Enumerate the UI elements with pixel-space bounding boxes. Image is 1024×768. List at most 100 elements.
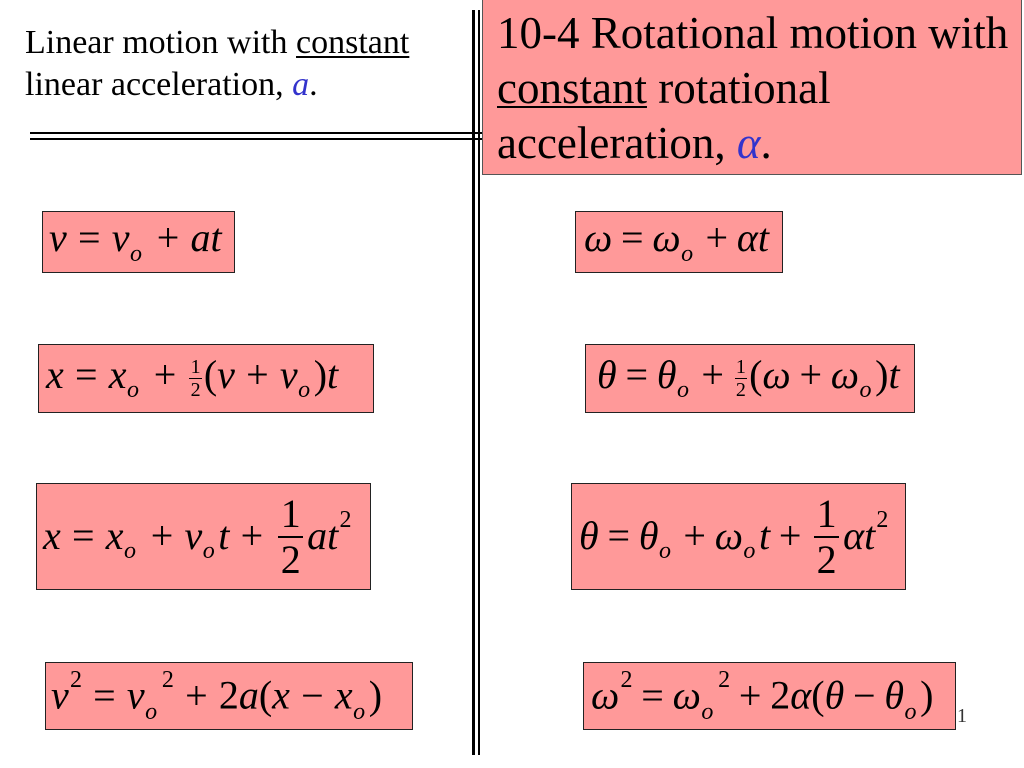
equation-variable: t bbox=[888, 351, 900, 397]
vertical-divider bbox=[478, 10, 480, 755]
equation-number: ) bbox=[313, 351, 328, 397]
equation-number: ( bbox=[811, 673, 825, 718]
fraction-numerator: 1 bbox=[816, 490, 837, 536]
vertical-divider bbox=[472, 10, 475, 755]
equation-number: ( bbox=[258, 673, 273, 718]
equation-variable: t bbox=[757, 215, 769, 261]
constant-emphasis: constant bbox=[296, 24, 410, 61]
fraction-numerator: 1 bbox=[190, 355, 201, 378]
page-number: 1 bbox=[957, 705, 967, 727]
heading-line: Linear motion with constant bbox=[25, 22, 409, 64]
equation-operator: + bbox=[738, 673, 762, 718]
equation-variable: t bbox=[327, 351, 339, 397]
equation-variable: x bbox=[272, 673, 290, 718]
equation-subscript: o bbox=[202, 538, 215, 565]
equation-superscript: 2 bbox=[69, 667, 82, 694]
equation-variable: t bbox=[864, 512, 876, 558]
equation-number: 2 bbox=[218, 673, 239, 718]
title-line: constant rotational bbox=[497, 61, 1021, 116]
angular-velocity-squared-equation: ω2=ωo2+2α(θ−θo) bbox=[583, 662, 956, 730]
equation-operator: − bbox=[301, 673, 324, 718]
equation-operator: + bbox=[156, 215, 180, 261]
rotational-motion-title: 10-4 Rotational motion with constant rot… bbox=[482, 0, 1022, 175]
constant-emphasis: constant bbox=[497, 63, 647, 113]
equation-variable: v bbox=[51, 673, 69, 718]
equation-operator: + bbox=[705, 215, 729, 261]
equation-variable: x bbox=[46, 351, 64, 397]
fraction-bar bbox=[278, 535, 304, 538]
title-line: 10-4 Rotational motion with bbox=[497, 8, 1009, 58]
equation-variable: v bbox=[111, 215, 130, 261]
equation-variable: x bbox=[108, 351, 127, 397]
equation-subscript: o bbox=[126, 377, 139, 404]
equation-superscript: 2 bbox=[876, 506, 889, 533]
equation-operator: = bbox=[71, 512, 95, 558]
equation-greek-symbol: θ bbox=[884, 673, 905, 718]
equation-number: ) bbox=[875, 351, 889, 397]
equation-number: ) bbox=[920, 673, 934, 718]
fraction-bar bbox=[814, 535, 840, 538]
linear-motion-heading: Linear motion with constant linear accel… bbox=[25, 22, 409, 106]
linear-velocity-squared-equation: v2=vo2+2a(x−xo) bbox=[45, 662, 413, 730]
heading-text: Linear motion with bbox=[25, 24, 288, 61]
equation-greek-symbol: α bbox=[843, 512, 865, 558]
equation-superscript: 2 bbox=[339, 506, 352, 533]
title-text: rotational bbox=[658, 63, 831, 113]
acceleration-symbol: a bbox=[292, 66, 310, 103]
equation-greek-symbol: α bbox=[790, 673, 812, 718]
equation-variable: v bbox=[279, 351, 298, 397]
fraction-denominator: 2 bbox=[735, 378, 746, 401]
equation-operator: + bbox=[246, 351, 269, 397]
equation-operator: + bbox=[150, 512, 174, 558]
heading-text: linear acceleration, bbox=[25, 66, 284, 103]
equation-variable: t bbox=[759, 512, 771, 558]
equation-greek-symbol: ω bbox=[652, 215, 681, 261]
equation-operator: = bbox=[74, 351, 98, 397]
horizontal-divider bbox=[30, 132, 482, 134]
heading-period: . bbox=[309, 66, 318, 103]
title-line: acceleration, α. bbox=[497, 116, 1021, 171]
equation-greek-symbol: θ bbox=[579, 512, 599, 558]
equation-variable: x bbox=[105, 512, 124, 558]
equation-operator: = bbox=[93, 673, 116, 718]
equation-operator: = bbox=[607, 512, 631, 558]
heading-line: linear acceleration, a. bbox=[25, 64, 409, 106]
equation-superscript: 2 bbox=[161, 667, 174, 694]
fraction-denominator: 2 bbox=[816, 536, 837, 582]
equation-operator: = bbox=[641, 673, 664, 718]
equation-greek-symbol: ω bbox=[672, 673, 701, 718]
equation-operator: = bbox=[621, 215, 644, 261]
equation-operator: + bbox=[799, 351, 822, 397]
fraction-denominator: 2 bbox=[190, 378, 201, 401]
equation-number: ( bbox=[203, 351, 218, 397]
horizontal-divider bbox=[30, 138, 482, 140]
equation-subscript: o bbox=[145, 698, 158, 725]
equation-variable: v bbox=[126, 673, 145, 718]
equation-number: 2 bbox=[770, 673, 791, 718]
equation-greek-symbol: θ bbox=[597, 351, 617, 397]
equation-operator: − bbox=[853, 673, 876, 718]
title-text: acceleration, bbox=[497, 118, 726, 168]
equation-subscript: o bbox=[743, 538, 756, 565]
equation-operator: + bbox=[778, 512, 802, 558]
equation-variable: at bbox=[307, 512, 339, 558]
equation: v2=vo2+2a(x−xo) bbox=[51, 668, 382, 723]
equation-number: ) bbox=[368, 673, 383, 718]
equation-superscript: 2 bbox=[620, 667, 633, 694]
equation-variable: v bbox=[184, 512, 203, 558]
equation-subscript: o bbox=[353, 698, 366, 725]
equation-subscript: o bbox=[904, 698, 917, 725]
equation: ω=ωo+αt bbox=[584, 218, 769, 266]
equation-variable: v bbox=[217, 351, 235, 397]
equation-operator: + bbox=[683, 512, 706, 558]
